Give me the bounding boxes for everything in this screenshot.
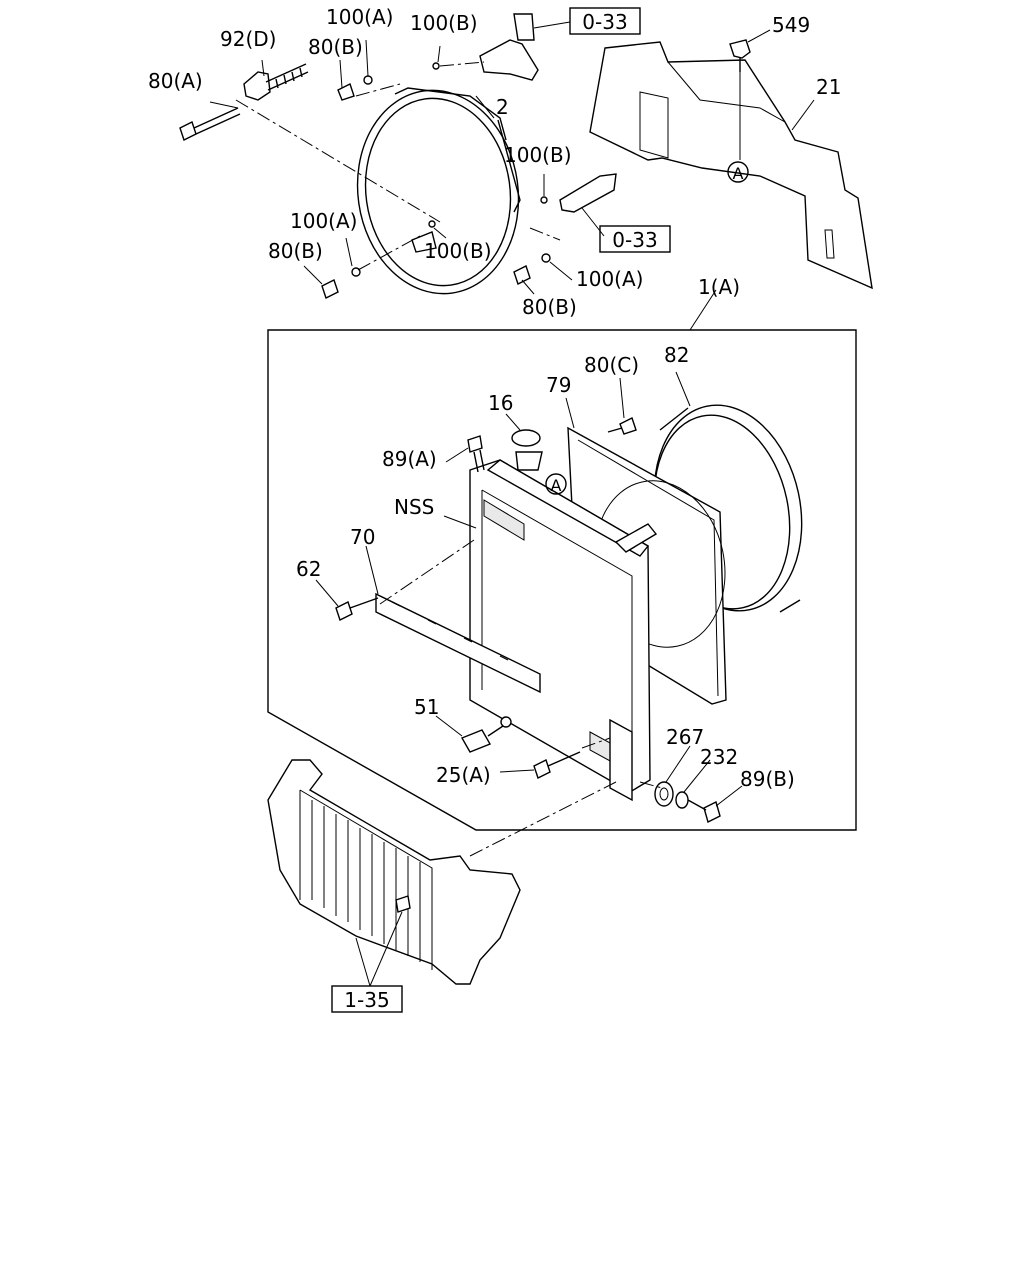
- label-80B-bottom: 80(B): [522, 295, 577, 319]
- part-92D: [243, 63, 309, 101]
- leader-lines-box: [315, 371, 743, 807]
- label-232: 232: [700, 745, 738, 769]
- bracket-bar-70: [375, 592, 541, 694]
- radiator-cap-16: [511, 429, 543, 471]
- bushing-267: [654, 781, 674, 807]
- label-82: 82: [664, 343, 689, 367]
- assembly-box-1A: [267, 289, 857, 831]
- label-51: 51: [414, 695, 439, 719]
- bolt-62: [335, 597, 379, 621]
- marker-A-radiator-text: A: [551, 476, 562, 495]
- ref-box-033-top: 0-33: [569, 7, 641, 35]
- label-79: 79: [546, 373, 571, 397]
- marker-A-radiator: A: [545, 473, 567, 495]
- clip-51: [460, 716, 512, 753]
- label-100B-inner: 100(B): [424, 239, 492, 263]
- label-100A-left: 100(A): [290, 209, 357, 233]
- label-2: 2: [496, 95, 509, 119]
- label-89A: 89(A): [382, 447, 437, 471]
- label-21: 21: [816, 75, 841, 99]
- label-80B-left: 80(B): [268, 239, 323, 263]
- ref-135-text: 1-35: [344, 988, 389, 1012]
- bolt-89A: [467, 435, 485, 473]
- clip-549: [729, 39, 751, 72]
- ref-033-mid-text: 0-33: [612, 228, 657, 252]
- label-80C: 80(C): [584, 353, 639, 377]
- label-25A: 25(A): [436, 763, 491, 787]
- fasteners-upper: [321, 62, 551, 299]
- label-100B-right: 100(B): [504, 143, 572, 167]
- fan-shroud-ring: [356, 87, 521, 295]
- label-267: 267: [666, 725, 704, 749]
- label-549: 549: [772, 13, 810, 37]
- bracket-side: [559, 173, 617, 213]
- bolt-89B: [687, 799, 721, 824]
- label-80A-top: 80(A): [148, 69, 203, 93]
- label-1A: 1(A): [698, 275, 740, 299]
- bolt-80A-top: [179, 107, 241, 141]
- washer-232: [675, 791, 689, 809]
- label-62: 62: [296, 557, 321, 581]
- marker-A-shroud: A: [727, 161, 749, 183]
- bolt-80C: [607, 417, 637, 435]
- label-100A-top: 100(A): [326, 5, 393, 29]
- intercooler-ref-leaders: [355, 911, 403, 987]
- label-100A-bottom: 100(A): [576, 267, 643, 291]
- bracket-top: [479, 13, 539, 81]
- radiator-core: [469, 459, 658, 802]
- leader-lines-upper: [209, 21, 815, 295]
- ref-box-135: 1-35: [331, 985, 403, 1013]
- label-80B-top: 80(B): [308, 35, 363, 59]
- label-89B: 89(B): [740, 767, 795, 791]
- label-16: 16: [488, 391, 513, 415]
- marker-A-shroud-text: A: [733, 164, 744, 183]
- label-92D: 92(D): [220, 27, 276, 51]
- ref-box-033-mid: 0-33: [599, 225, 671, 253]
- label-70: 70: [350, 525, 375, 549]
- intercooler: [267, 759, 617, 985]
- label-NSS: NSS: [394, 495, 434, 519]
- ref-033-top-text: 0-33: [582, 10, 627, 34]
- bolt-25A: [533, 751, 581, 779]
- label-100B-top: 100(B): [410, 11, 478, 35]
